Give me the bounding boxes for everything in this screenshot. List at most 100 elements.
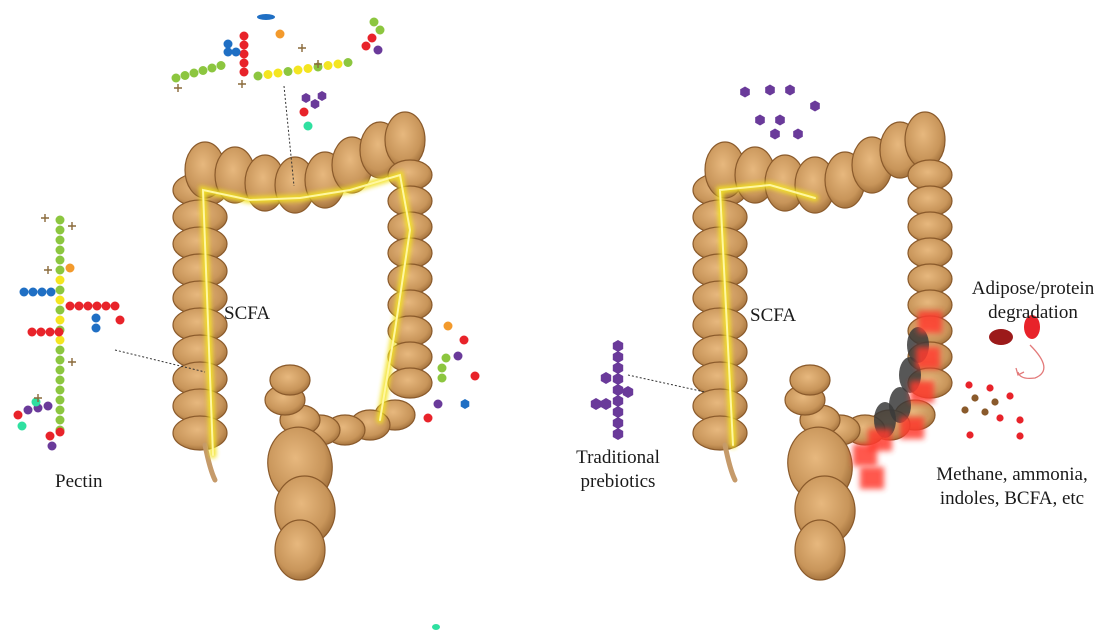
sugar-hexagon xyxy=(601,398,611,410)
sugar-unit xyxy=(46,432,55,441)
sugar-unit xyxy=(376,26,385,35)
molecules-layer xyxy=(14,14,1044,630)
sugar-unit xyxy=(471,372,480,381)
sugar-unit xyxy=(240,32,249,41)
sugar-hexagon xyxy=(613,395,623,407)
sugar-unit xyxy=(56,276,65,285)
sugar-unit xyxy=(56,306,65,315)
sugar-unit xyxy=(344,58,353,67)
adipose-protein-label: Adipose/protein degradation xyxy=(962,277,1104,325)
sugar-unit xyxy=(961,406,968,413)
sugar-unit xyxy=(304,64,313,73)
sugar-hexagon xyxy=(461,399,470,409)
sugar-unit xyxy=(971,394,978,401)
sugar-unit xyxy=(438,374,447,383)
sugar-hexagon xyxy=(601,372,611,384)
sugar-unit xyxy=(368,34,377,43)
sugar-unit xyxy=(362,42,371,51)
branch-mark xyxy=(298,44,306,52)
sugar-hexagon xyxy=(770,129,780,140)
sugar-hexagon xyxy=(613,406,623,418)
sugar-unit xyxy=(37,328,46,337)
fat-droplet xyxy=(989,329,1013,345)
sugar-unit xyxy=(20,288,29,297)
sugar-unit xyxy=(240,59,249,68)
sugar-unit xyxy=(334,60,343,69)
sugar-hexagon xyxy=(775,115,785,126)
sugar-unit xyxy=(257,14,275,20)
sugar-unit xyxy=(111,302,120,311)
sugar-unit xyxy=(116,316,125,325)
sugar-unit xyxy=(217,61,226,70)
colon-segment xyxy=(173,416,227,450)
sugar-unit xyxy=(24,406,33,415)
sugar-unit xyxy=(56,396,65,405)
colon-segment xyxy=(270,365,310,395)
putrefaction-hotspot xyxy=(860,467,884,489)
sugar-unit xyxy=(991,398,998,405)
sugar-unit xyxy=(44,402,53,411)
sugar-unit xyxy=(56,406,65,415)
sugar-hexagon xyxy=(793,129,803,140)
sugar-unit xyxy=(56,336,65,345)
sugar-unit xyxy=(294,66,303,75)
sugar-unit xyxy=(434,400,443,409)
sugar-unit xyxy=(28,328,37,337)
sugar-hexagon xyxy=(785,85,795,96)
colon-segment xyxy=(275,520,325,580)
prebiotic-molecule-icon xyxy=(591,340,633,440)
putrefaction-hotspot xyxy=(916,347,940,369)
sugar-hexagon xyxy=(623,386,633,398)
sugar-unit xyxy=(264,70,273,79)
sugar-unit xyxy=(370,18,379,27)
putrefaction-hotspot xyxy=(910,381,934,403)
sugar-unit xyxy=(181,71,190,80)
colon-segment xyxy=(388,368,432,398)
sugar-unit xyxy=(56,266,65,275)
sugar-unit xyxy=(46,328,55,337)
sugar-unit xyxy=(18,422,27,431)
scfa-right-label: SCFA xyxy=(750,304,796,328)
sugar-unit xyxy=(1016,432,1023,439)
sugar-unit xyxy=(84,302,93,311)
sugar-unit xyxy=(29,288,38,297)
sugar-unit xyxy=(56,386,65,395)
sugar-unit xyxy=(66,264,75,273)
sugar-hexagon xyxy=(613,373,623,385)
sugar-unit xyxy=(172,74,181,83)
sugar-hexagon xyxy=(810,101,820,112)
sugar-unit xyxy=(232,48,241,57)
colon-segment xyxy=(693,416,747,450)
traditional-prebiotics-label: Traditional prebiotics xyxy=(566,446,670,494)
sugar-unit xyxy=(47,288,56,297)
sugar-unit xyxy=(66,302,75,311)
sugar-unit xyxy=(274,69,283,78)
pectin-label: Pectin xyxy=(55,470,103,494)
metabolites-label: Methane, ammonia, indoles, BCFA, etc xyxy=(924,463,1100,511)
sugar-unit xyxy=(93,302,102,311)
sugar-unit xyxy=(56,356,65,365)
sugar-unit xyxy=(48,442,57,451)
sugar-unit xyxy=(442,354,451,363)
sugar-hexagon xyxy=(613,428,623,440)
sugar-unit xyxy=(224,48,233,57)
sugar-unit xyxy=(284,67,293,76)
sugar-unit xyxy=(208,64,217,73)
sugar-unit xyxy=(32,398,41,407)
sugar-hexagon xyxy=(765,85,775,96)
branch-mark xyxy=(238,80,246,88)
pectin-molecule-icon xyxy=(14,216,125,451)
sugar-unit xyxy=(55,328,64,337)
scfa-left-label: SCFA xyxy=(224,302,270,326)
sugar-hexagon xyxy=(613,362,623,374)
branch-mark xyxy=(174,84,182,92)
sugar-unit xyxy=(56,376,65,385)
degradation-arrowhead xyxy=(1016,368,1024,375)
sugar-unit xyxy=(14,411,23,420)
sugar-unit xyxy=(190,69,199,78)
sugar-unit xyxy=(56,416,65,425)
appendix xyxy=(725,445,735,480)
traditional-prebiotics-line1: Traditional xyxy=(566,446,670,470)
